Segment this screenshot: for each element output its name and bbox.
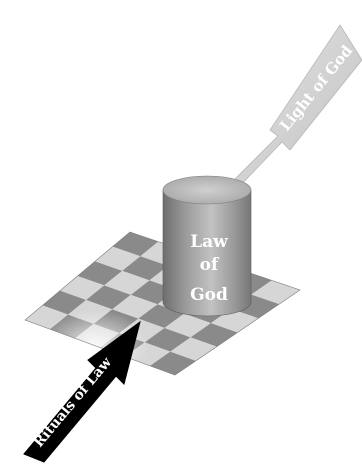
light-arrow [227, 24, 362, 193]
checker-cell [95, 246, 141, 271]
rituals-arrow [23, 320, 141, 463]
checker-cell [86, 285, 131, 310]
rituals-arrow-label: Rituals of Law [31, 354, 116, 451]
checker-cell [77, 261, 123, 286]
checker-cell [104, 270, 150, 295]
cylinder-label-line-1: Law [190, 232, 228, 252]
checker-cell [42, 290, 87, 315]
checker-cell [150, 351, 196, 375]
cylinder-label-line-2: of [200, 255, 220, 275]
checker-cell [164, 313, 211, 338]
checker-cell [112, 294, 158, 319]
light-arrow-label: Light of God [276, 41, 356, 134]
cylinder [162, 175, 252, 317]
checker-cell [122, 256, 169, 281]
checkerboard-floor [25, 232, 300, 375]
cylinder-label-line-3: God [190, 285, 228, 305]
checker-cell [60, 276, 105, 300]
checker-cell [190, 323, 238, 347]
cylinder-top [162, 175, 252, 205]
checker-cell [144, 328, 191, 352]
checker-cell [170, 337, 217, 361]
